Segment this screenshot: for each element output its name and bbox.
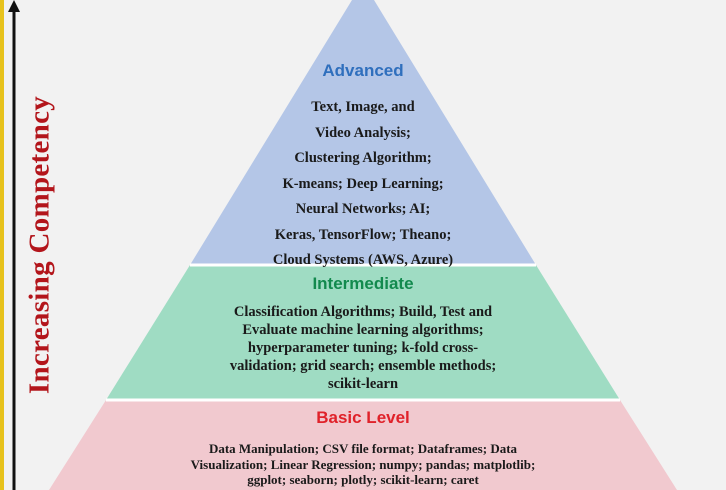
advanced-line: Clustering Algorithm;: [294, 150, 432, 166]
tier-intermediate: [106, 265, 620, 400]
advanced-line: Neural Networks; AI;: [295, 201, 431, 217]
competency-arrow-head: [8, 0, 20, 12]
advanced-line: Video Analysis;: [315, 124, 411, 141]
basic-line: Data Manipulation; CSV file format; Data…: [208, 441, 518, 456]
heading-intermediate: Intermediate: [312, 274, 414, 293]
intermediate-topics: Classification Algorithms; Build, Test a…: [196, 303, 530, 393]
intermediate-line: hyperparameter tuning; k-fold cross-: [247, 340, 479, 356]
heading-basic-level: Basic Level: [316, 408, 410, 427]
intermediate-line: Evaluate machine learning algorithms;: [242, 322, 484, 338]
basic-line: Visualization; Linear Regression; numpy;…: [190, 456, 536, 472]
advanced-line: K-means; Deep Learning;: [282, 175, 444, 192]
tier-advanced: [190, 0, 536, 265]
intermediate-line: scikit-learn: [327, 376, 399, 392]
basic-topics: Data Manipulation; CSV file format; Data…: [120, 441, 606, 488]
heading-advanced: Advanced: [322, 61, 404, 80]
intermediate-line: Classification Algorithms; Build, Test a…: [233, 304, 493, 320]
advanced-line: Text, Image, and: [311, 99, 415, 115]
axis-label-increasing-competency: Increasing Competency: [23, 95, 56, 395]
advanced-line: Cloud Systems (AWS, Azure): [272, 252, 454, 268]
intermediate-line: validation; grid search; ensemble method…: [229, 358, 497, 374]
left-border: [0, 0, 4, 490]
basic-line: ggplot; seaborn; plotly; scikit-learn; c…: [247, 472, 479, 487]
tier-basic: [49, 400, 677, 490]
advanced-line: Keras, TensorFlow; Theano;: [274, 226, 452, 243]
advanced-topics: Text, Image, and Video Analysis; Cluster…: [213, 95, 513, 274]
